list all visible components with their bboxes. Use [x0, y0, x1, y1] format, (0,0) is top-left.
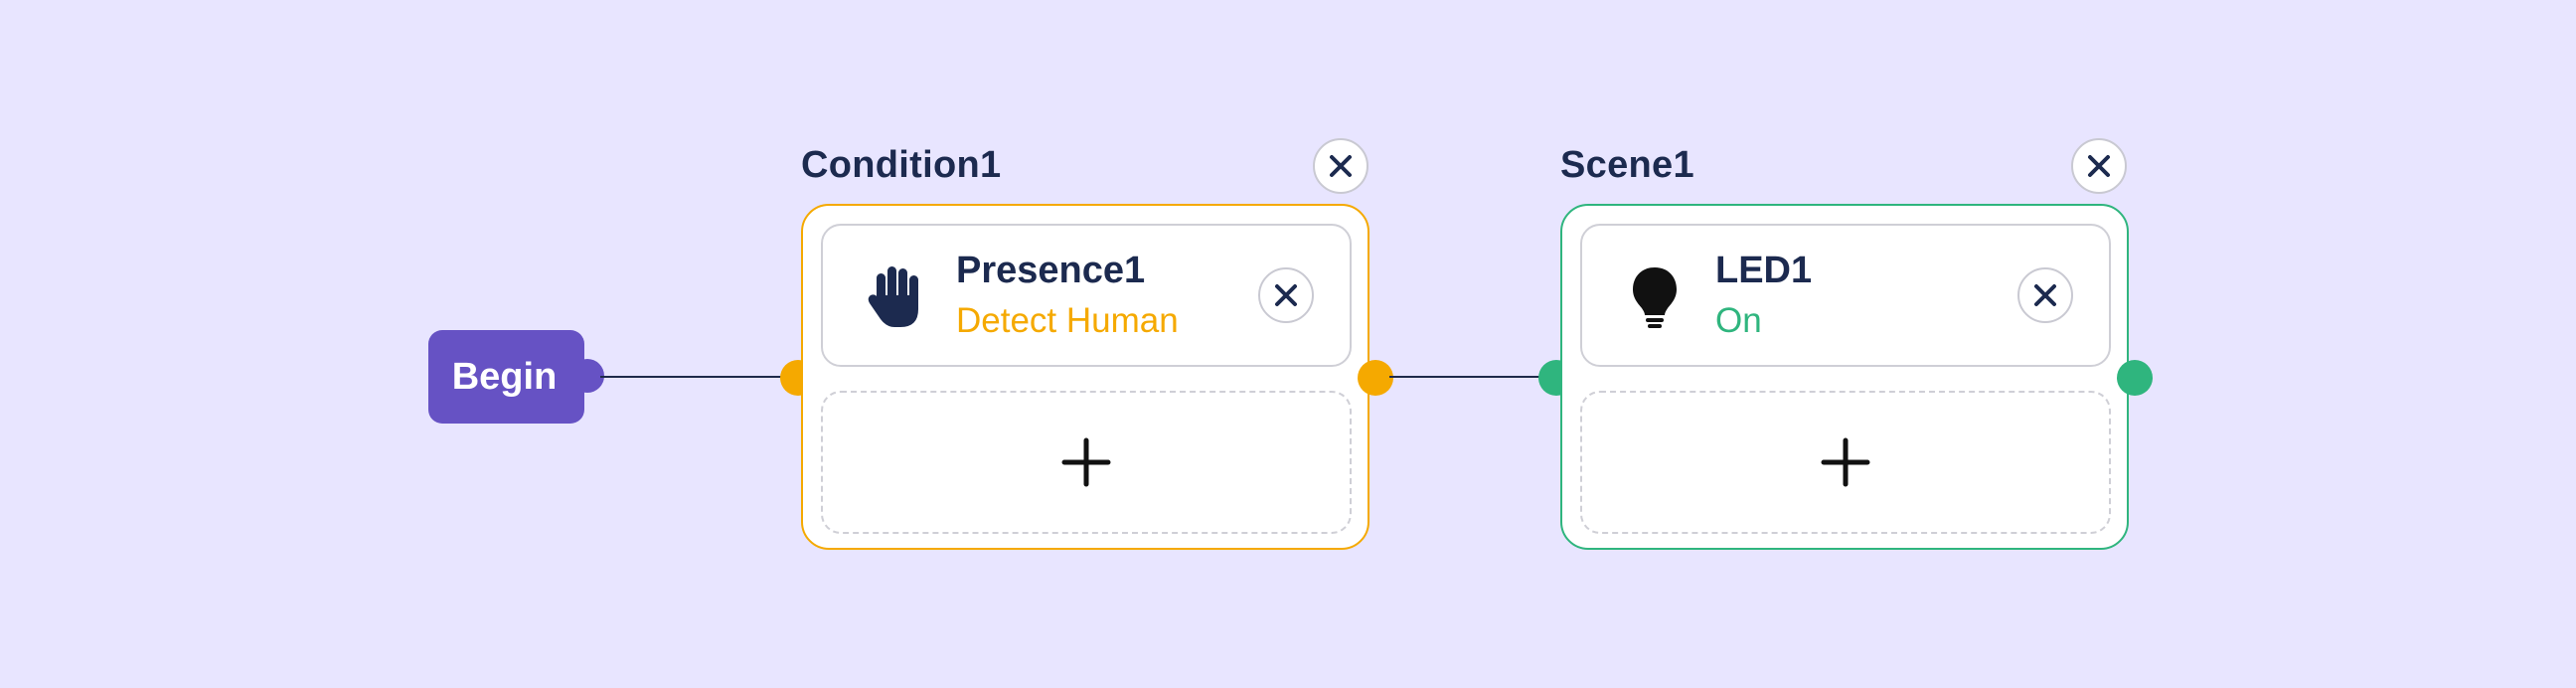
- connector-condition-scene: [1389, 376, 1544, 378]
- condition-item-name: Presence1: [956, 250, 1146, 291]
- condition-block-title: Condition1: [801, 144, 1002, 186]
- connector-begin-condition: [600, 376, 787, 378]
- hand-icon: [867, 265, 928, 334]
- condition-block-close-button[interactable]: [1313, 138, 1368, 194]
- plus-icon: [1821, 437, 1870, 487]
- close-icon: [2088, 155, 2110, 177]
- begin-node[interactable]: Begin: [428, 330, 584, 424]
- condition-add-item-button[interactable]: [821, 391, 1352, 534]
- plus-icon: [1061, 437, 1111, 487]
- condition-item-remove-button[interactable]: [1258, 267, 1314, 323]
- condition-item-card[interactable]: Presence1 Detect Human: [821, 224, 1352, 367]
- condition-block: Presence1 Detect Human: [801, 204, 1369, 550]
- scene-block-close-button[interactable]: [2071, 138, 2127, 194]
- begin-label: Begin: [451, 355, 558, 398]
- scene-block-title: Scene1: [1560, 144, 1694, 186]
- scene-item-remove-button[interactable]: [2017, 267, 2073, 323]
- close-icon: [2034, 284, 2056, 306]
- close-icon: [1275, 284, 1297, 306]
- scene-item-subtitle: On: [1715, 301, 1762, 340]
- condition-item-subtitle: Detect Human: [956, 301, 1179, 340]
- lightbulb-icon: [1630, 265, 1680, 334]
- scene-add-item-button[interactable]: [1580, 391, 2111, 534]
- scene-item-name: LED1: [1715, 250, 1813, 291]
- close-icon: [1330, 155, 1352, 177]
- scene-block: LED1 On: [1560, 204, 2129, 550]
- condition-output-port[interactable]: [1358, 360, 1393, 396]
- scene-output-port[interactable]: [2117, 360, 2153, 396]
- scene-item-card[interactable]: LED1 On: [1580, 224, 2111, 367]
